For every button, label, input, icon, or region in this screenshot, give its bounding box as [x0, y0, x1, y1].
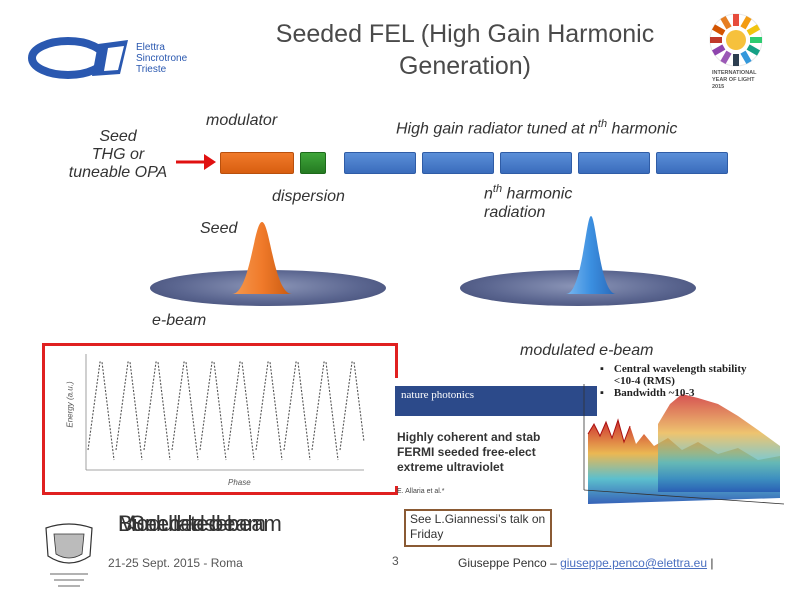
journal-name: nature photonics [401, 389, 475, 401]
dispersive-section [300, 152, 326, 174]
radiator-segment-4 [578, 152, 650, 174]
spectrum-3d-plot [583, 384, 785, 505]
bullet-item: ▪Bandwidth ~10-3 [600, 387, 695, 399]
radiator-segment-1 [344, 152, 416, 174]
paper-authors: E. Allaria et al.* [397, 488, 445, 495]
author-email-link[interactable]: giuseppe.penco@elettra.eu [560, 556, 708, 570]
bullet-item: ▪Central wavelength stability <10-4 (RMS… [600, 363, 747, 387]
elettra-logo [28, 37, 128, 79]
iyl-logo [709, 13, 763, 67]
overlap-label-bunched: Bunched beam [118, 511, 266, 536]
elettra-logo-text: Elettra Sincrotrone Trieste [136, 42, 188, 75]
paper-title: Highly coherent and stab FERMI seeded fr… [397, 430, 541, 474]
slide-title: Seeded FEL (High Gain Harmonic Generatio… [275, 20, 655, 80]
footer-date: 21-25 Sept. 2015 - Roma [108, 556, 243, 570]
radiator-segment-2 [422, 152, 494, 174]
radiator-segment-5 [656, 152, 728, 174]
overlap-label-seed: Seed laser [130, 511, 236, 536]
plot-xlabel: Phase [228, 478, 251, 487]
talk-note: See L.Giannessi’s talk on Friday [404, 509, 552, 547]
seed-arrow [176, 154, 216, 170]
seed-source-label: Seed THG or tuneable OPA [68, 128, 168, 181]
plot-ylabel: Energy (a.u.) [65, 381, 75, 428]
phase-space-plot [85, 354, 365, 471]
overlap-label-modulated: Modulated beam [118, 511, 282, 536]
seed-pulse-label: Seed [200, 220, 238, 237]
ebeam-label: e-beam [152, 312, 207, 329]
journal-banner [395, 386, 597, 416]
footer-author: Giuseppe Penco – giuseppe.penco@elettra.… [458, 556, 714, 570]
radiator-label: High gain radiator tuned at nth harmonic [396, 118, 678, 138]
harmonic-radiation-label: nth harmonic radiation [484, 183, 573, 222]
modulated-ebeam-label: modulated e-beam [520, 342, 654, 359]
modulator-label: modulator [206, 112, 278, 129]
page-number: 3 [392, 554, 399, 568]
key-results-list: ▪Central wavelength stability <10-4 (RMS… [600, 363, 770, 399]
dispersion-label: dispersion [272, 188, 345, 205]
harmonic-radiation-pulse [566, 216, 616, 294]
society-crest-logo [45, 523, 93, 587]
paper-card: nature photonics [395, 378, 597, 486]
seed-laser-pulse [232, 222, 292, 294]
iyl-logo-text: INTERNATIONAL YEAR OF LIGHT 2015 [712, 70, 757, 90]
modulator-undulator [220, 152, 294, 174]
radiator-segment-3 [500, 152, 572, 174]
